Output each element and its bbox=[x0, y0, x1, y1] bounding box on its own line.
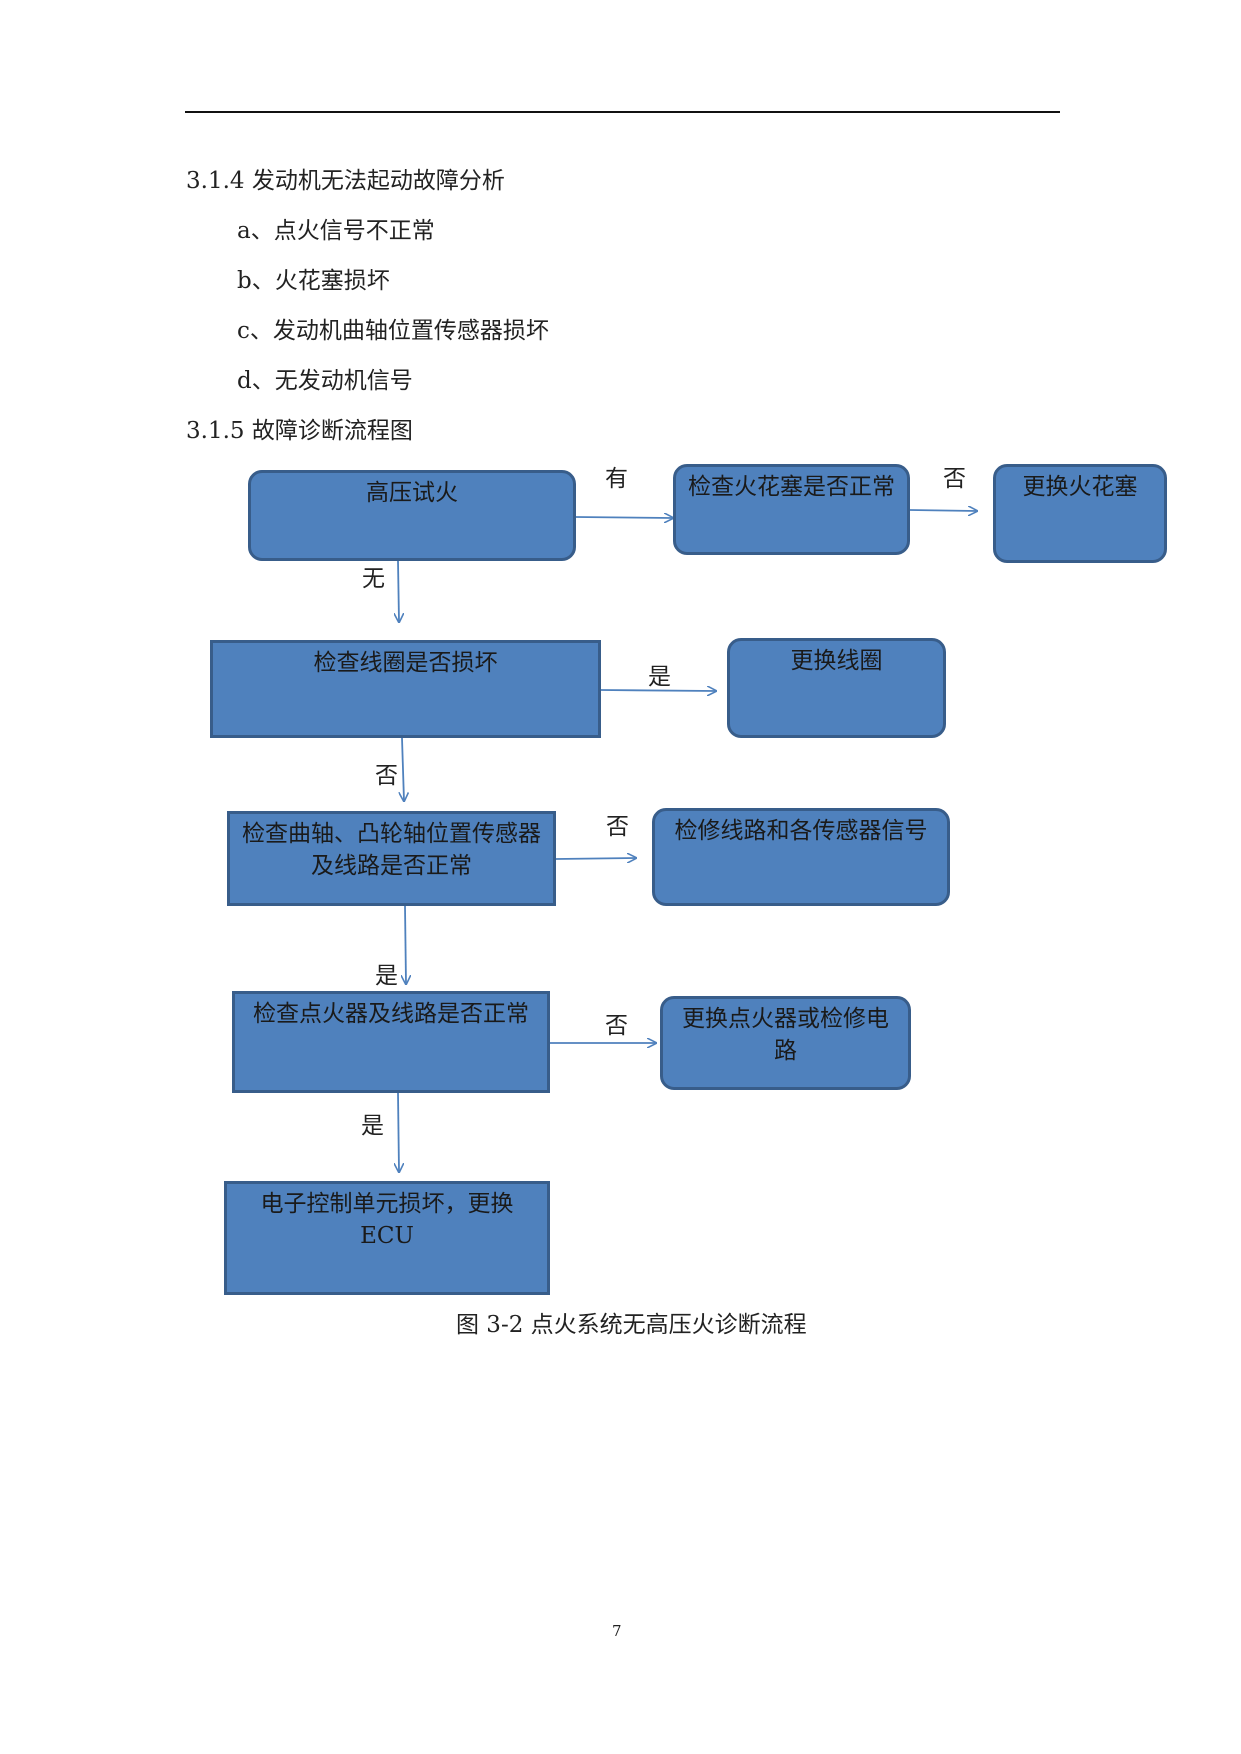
edge-label-has: 有 bbox=[605, 466, 628, 492]
arrow-sensor-to-igniter bbox=[405, 905, 406, 984]
edge-label-no-igniter: 否 bbox=[605, 1013, 628, 1039]
node-replace-ecu: 电子控制单元损坏，更换ECU bbox=[224, 1181, 550, 1295]
arrow-hv-to-coil bbox=[398, 560, 399, 622]
arrow-coil-to-sensor bbox=[402, 737, 404, 801]
edge-label-yes-sensor: 是 bbox=[375, 963, 398, 989]
node-replace-plug: 更换火花塞 bbox=[993, 464, 1167, 563]
edge-label-yes-coil: 是 bbox=[648, 664, 671, 690]
section-heading-3-1-5: 3.1.5 故障诊断流程图 bbox=[186, 418, 413, 444]
arrow-hv-to-plug bbox=[575, 517, 673, 518]
cause-item-b: b、火花塞损坏 bbox=[237, 268, 390, 294]
arrow-coil-to-replace bbox=[600, 690, 716, 691]
node-check-coil: 检查线圈是否损坏 bbox=[210, 640, 601, 738]
edge-label-yes-igniter: 是 bbox=[361, 1113, 384, 1139]
node-replace-coil: 更换线圈 bbox=[727, 638, 946, 738]
figure-caption: 图 3-2 点火系统无高压火诊断流程 bbox=[456, 1312, 807, 1338]
cause-item-a: a、点火信号不正常 bbox=[237, 218, 435, 244]
node-check-sensor: 检查曲轴、凸轮轴位置传感器及线路是否正常 bbox=[227, 811, 556, 906]
edge-label-no-plug: 否 bbox=[943, 466, 966, 492]
node-hv-test: 高压试火 bbox=[248, 470, 576, 561]
node-check-plug: 检查火花塞是否正常 bbox=[673, 464, 910, 555]
section-heading-3-1-4: 3.1.4 发动机无法起动故障分析 bbox=[186, 168, 505, 194]
node-repair-sensor: 检修线路和各传感器信号 bbox=[652, 808, 950, 906]
edge-label-no-coil: 否 bbox=[375, 763, 398, 789]
cause-item-c: c、发动机曲轴位置传感器损坏 bbox=[237, 318, 549, 344]
arrow-sensor-to-repair bbox=[555, 858, 636, 859]
node-replace-igniter: 更换点火器或检修电路 bbox=[660, 996, 911, 1090]
header-rule bbox=[185, 111, 1060, 113]
arrow-plug-to-replace bbox=[909, 510, 977, 511]
cause-item-d: d、无发动机信号 bbox=[237, 368, 413, 394]
page-number: 7 bbox=[612, 1622, 622, 1640]
arrow-igniter-to-ecu bbox=[398, 1092, 399, 1172]
edge-label-no-sensor: 否 bbox=[606, 814, 629, 840]
edge-label-none: 无 bbox=[362, 566, 385, 592]
node-check-igniter: 检查点火器及线路是否正常 bbox=[232, 991, 550, 1093]
